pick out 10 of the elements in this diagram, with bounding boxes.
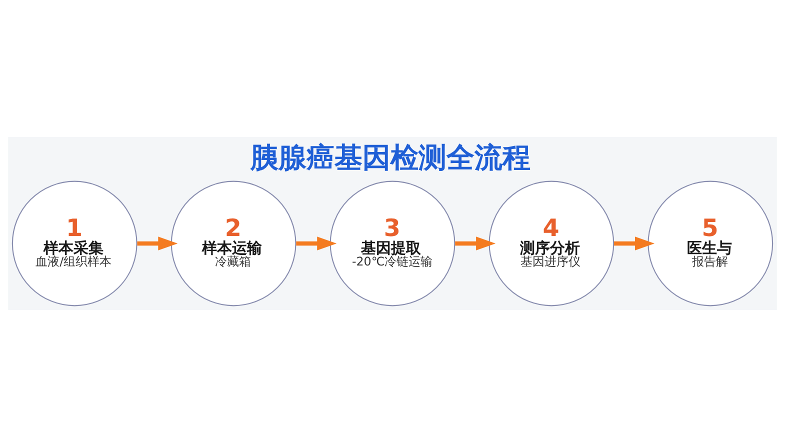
arrow	[137, 236, 178, 250]
node-circle: 4 测序分析 基因进序仪	[488, 180, 614, 306]
node-circle: 3 基因提取 -20℃冷链运输	[330, 180, 456, 306]
arrow	[455, 236, 496, 250]
node-circle: 5 医生与 报告解	[648, 180, 774, 306]
arrow	[614, 236, 654, 250]
diagram-title: 胰腺癌基因检测全流程	[250, 140, 530, 174]
arrow	[296, 236, 337, 250]
node-circle: 2 样本运输 冷藏箱	[170, 180, 296, 306]
node-circle: 1 样本采集 血液/组织样本	[12, 180, 138, 306]
